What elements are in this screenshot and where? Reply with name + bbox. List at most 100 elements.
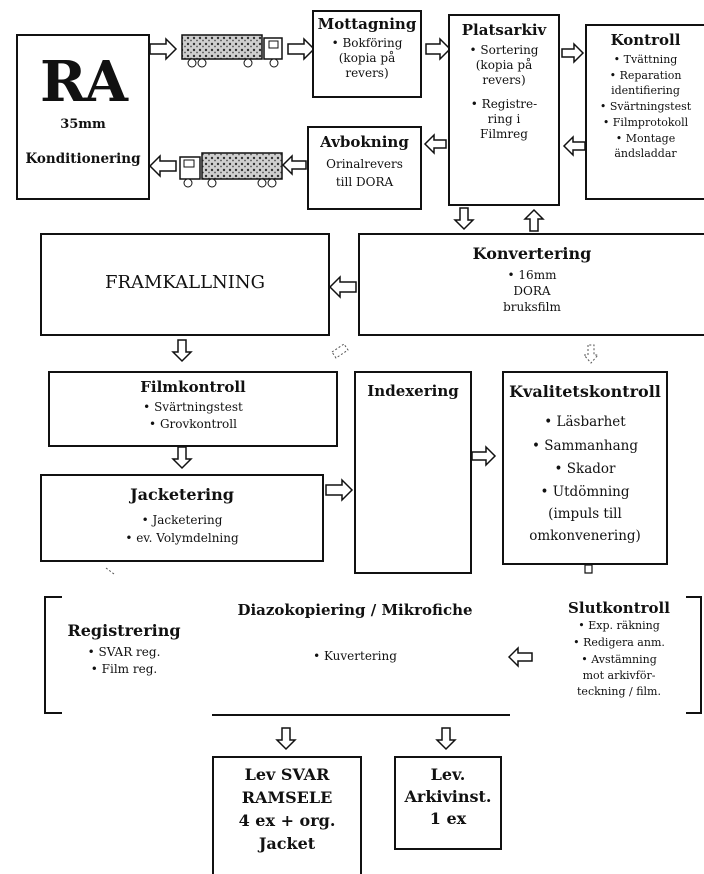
diazo-title: Diazokopiering / Mikrofiche xyxy=(237,601,473,619)
kontroll-title: Kontroll xyxy=(610,31,681,49)
connector-kvalitet-slutkontroll xyxy=(584,564,593,574)
faint-mark-jacketering xyxy=(105,567,115,575)
diazo-line: • Kuvertering xyxy=(313,649,397,663)
kontroll-line-6: • Montage xyxy=(615,132,676,145)
arrow-kontroll-to-platsarkiv xyxy=(562,135,586,157)
kvalitetskontroll-box: Kvalitetskontroll • Läsbarhet • Sammanha… xyxy=(502,371,668,565)
ra-box: RA 35mm Konditionering xyxy=(16,34,150,200)
jacketering-box: Jacketering • Jacketering • ev. Volymdel… xyxy=(40,474,324,562)
avbokning-line-1: Orinalrevers xyxy=(326,157,403,171)
arrow-diazo-to-lev-svar xyxy=(275,727,297,751)
slutkontroll-bracket xyxy=(686,596,702,714)
mottagning-line-1: • Bokföring xyxy=(331,36,403,50)
kontroll-line-7: ändsladdar xyxy=(614,147,677,160)
mottagning-line-3: revers) xyxy=(345,66,389,80)
arrow-filmkontroll-to-jacketering xyxy=(171,446,193,470)
slutkontroll-line-4: mot arkivför- xyxy=(582,669,656,682)
filmkontroll-line-2: • Grovkontroll xyxy=(149,417,237,431)
registrering-line-2: • Film reg. xyxy=(90,662,158,676)
avbokning-title: Avbokning xyxy=(320,133,409,151)
faint-arrow-left xyxy=(331,343,349,359)
registrering-title: Registrering xyxy=(67,621,181,640)
kvalitet-title: Kvalitetskontroll xyxy=(509,382,661,401)
arrow-ra-to-truck xyxy=(149,37,178,61)
arrow-slutkontroll-to-diazo xyxy=(507,646,533,668)
ra-konditionering: Konditionering xyxy=(25,151,141,167)
platsarkiv-line-4: • Registre- xyxy=(470,97,538,111)
filmkontroll-box: Filmkontroll • Svärtningstest • Grovkont… xyxy=(48,371,338,447)
jacketering-line-1: • Jacketering xyxy=(141,513,223,527)
arrow-avbokning-to-truck xyxy=(281,154,307,176)
kvalitet-line-3: • Skador xyxy=(554,461,616,477)
arrow-truck-to-mottagning xyxy=(287,37,316,61)
platsarkiv-title: Platsarkiv xyxy=(461,21,547,39)
avbokning-line-2: till DORA xyxy=(335,175,394,189)
arrow-platsarkiv-to-avbokning xyxy=(423,133,447,155)
platsarkiv-line-2: (kopia på xyxy=(475,58,533,72)
lev-arkiv-line-3: 1 ex xyxy=(429,809,467,828)
mottagning-line-2: (kopia på xyxy=(338,51,396,65)
jacketering-line-2: • ev. Volymdelning xyxy=(125,531,239,545)
platsarkiv-box: Platsarkiv • Sortering (kopia på revers)… xyxy=(448,14,560,206)
kvalitet-line-5: (impuls till xyxy=(548,506,622,522)
platsarkiv-line-3: revers) xyxy=(482,73,526,87)
arrow-framkallning-to-filmkontroll xyxy=(171,339,193,363)
indexering-title: Indexering xyxy=(367,382,459,400)
mottagning-box: Mottagning • Bokföring (kopia på revers) xyxy=(312,10,422,98)
konvertering-line-1: • 16mm xyxy=(507,268,557,282)
indexering-box: Indexering xyxy=(354,371,472,574)
kontroll-line-5: • Filmprotokoll xyxy=(602,116,689,129)
kvalitet-line-6: omkonvenering) xyxy=(529,528,641,544)
konvertering-line-3: bruksfilm xyxy=(503,300,561,314)
avbokning-box: Avbokning Orinalrevers till DORA xyxy=(307,126,422,210)
konvertering-line-2: DORA xyxy=(513,284,551,298)
filmkontroll-title: Filmkontroll xyxy=(140,378,246,396)
kontroll-line-3: identifiering xyxy=(611,84,680,97)
lev-arkiv-line-2: Arkivinst. xyxy=(404,787,492,806)
jacketering-title: Jacketering xyxy=(130,485,234,504)
slutkontroll-title: Slutkontroll xyxy=(568,599,670,617)
lev-svar-line-2: RAMSELE xyxy=(241,788,333,807)
kvalitet-line-2: • Sammanhang xyxy=(532,438,638,454)
kvalitet-line-1: • Läsbarhet xyxy=(544,414,626,430)
lev-svar-line-4: Jacket xyxy=(258,834,316,853)
framkallning-box: FRAMKALLNING xyxy=(40,233,330,336)
kontroll-line-4: • Svärtningstest xyxy=(599,100,692,113)
kvalitet-line-4: • Utdömning xyxy=(540,484,630,500)
slutkontroll-line-2: • Redigera anm. xyxy=(573,636,665,649)
diazo-baseline xyxy=(212,714,510,716)
arrow-truck-to-ra xyxy=(148,154,177,178)
lev-arkiv-line-1: Lev. xyxy=(430,765,466,784)
arrow-indexering-to-kvalitet xyxy=(471,445,497,467)
arrow-konvertering-to-framkallning xyxy=(328,275,357,299)
arrow-konvertering-to-platsarkiv xyxy=(523,208,545,232)
arrow-platsarkiv-to-kontroll xyxy=(561,42,585,64)
platsarkiv-line-6: Filmreg xyxy=(480,127,528,141)
arrow-jacketering-to-indexering xyxy=(325,478,354,502)
framkallning-title: FRAMKALLNING xyxy=(104,272,266,293)
arrow-platsarkiv-down xyxy=(453,207,475,231)
truck-icon-outgoing xyxy=(179,152,283,188)
faint-arrow-right xyxy=(582,344,600,364)
filmkontroll-line-1: • Svärtningstest xyxy=(143,400,243,414)
mottagning-title: Mottagning xyxy=(317,15,417,33)
slutkontroll-line-3: • Avstämning xyxy=(581,653,657,666)
registrering-bracket xyxy=(44,596,62,714)
lev-svar-box: Lev SVAR RAMSELE 4 ex + org. Jacket xyxy=(212,756,362,874)
lev-arkiv-box: Lev. Arkivinst. 1 ex xyxy=(394,756,502,850)
truck-icon-incoming xyxy=(181,34,283,68)
arrow-diazo-to-lev-arkiv xyxy=(435,727,457,751)
kontroll-line-1: • Tvättning xyxy=(613,53,678,66)
kontroll-box: Kontroll • Tvättning • Reparation identi… xyxy=(585,24,704,200)
konvertering-title: Konvertering xyxy=(472,244,592,263)
lev-svar-line-1: Lev SVAR xyxy=(244,765,330,784)
arrow-mottagning-to-platsarkiv xyxy=(425,37,452,61)
platsarkiv-line-5: ring i xyxy=(487,112,521,126)
ra-title: RA xyxy=(40,49,128,115)
platsarkiv-line-1: • Sortering xyxy=(469,43,539,57)
lev-svar-line-3: 4 ex + org. xyxy=(238,811,336,830)
slutkontroll-line-5: teckning / film. xyxy=(577,685,661,698)
registrering-line-1: • SVAR reg. xyxy=(87,645,161,659)
ra-format: 35mm xyxy=(60,117,106,132)
